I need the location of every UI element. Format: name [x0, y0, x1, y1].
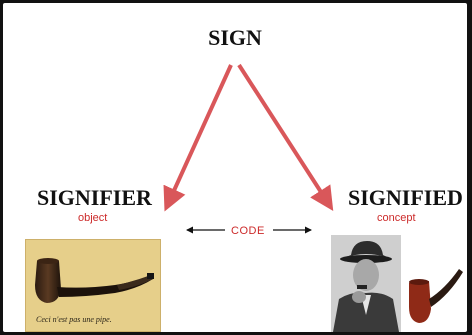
- arrows-layer: [163, 63, 334, 234]
- signifier-heading: SIGNIFIER: [37, 185, 152, 210]
- signified-subtitle: concept: [377, 212, 416, 224]
- sign-to-signifier-arrow: [163, 64, 233, 212]
- red-pipe-photo: [403, 259, 465, 332]
- painting-image: [25, 239, 161, 332]
- signified-heading: SIGNIFIED: [348, 185, 463, 210]
- sign-to-signified-arrow: [237, 63, 334, 212]
- sign-heading: SIGN: [208, 25, 262, 50]
- diagram-canvas: SIGN SIGNIFIER object SIGNIFIED concept …: [3, 3, 467, 332]
- man-with-pipe-photo: [331, 235, 401, 332]
- code-label: CODE: [231, 225, 265, 237]
- painting-caption: Ceci n'est pas une pipe.: [36, 315, 112, 324]
- signifier-subtitle: object: [78, 212, 108, 224]
